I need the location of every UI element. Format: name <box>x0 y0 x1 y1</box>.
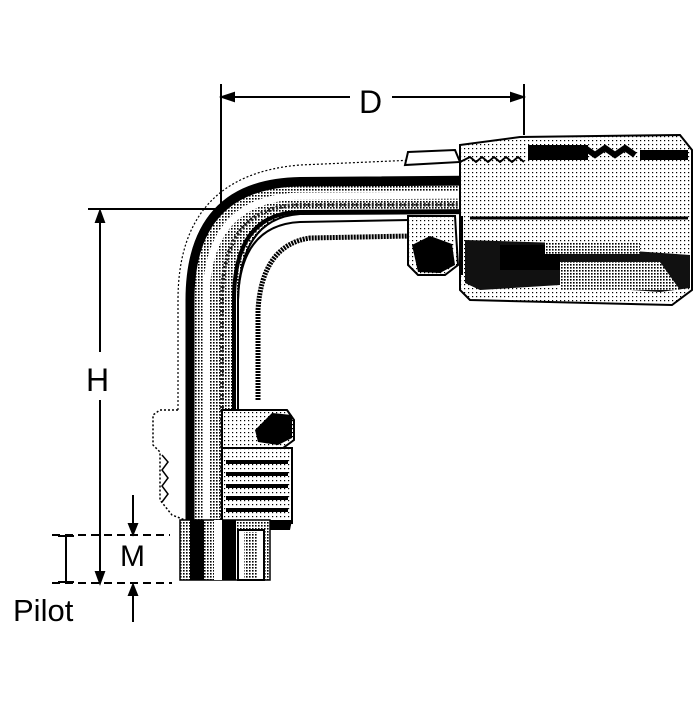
pilot-end <box>179 519 271 581</box>
dimension-label-m: M <box>120 540 145 573</box>
swivel-hex <box>403 148 463 276</box>
pilot-label: Pilot <box>13 593 74 628</box>
dimension-label-d: D <box>359 84 383 120</box>
flare-nut <box>152 409 295 530</box>
dimension-m <box>52 495 172 622</box>
hose-socket <box>459 133 693 307</box>
dimension-label-h: H <box>86 362 110 398</box>
